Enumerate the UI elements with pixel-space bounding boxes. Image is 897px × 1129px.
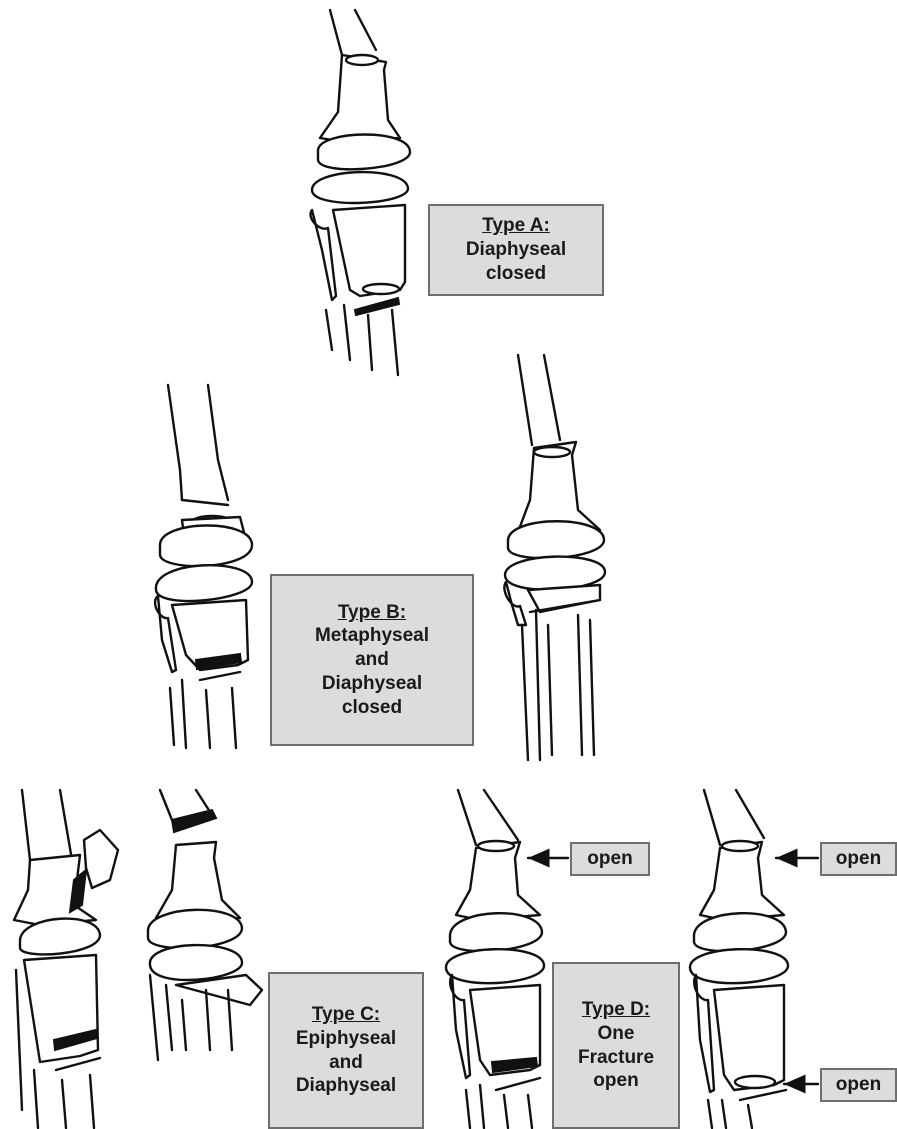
open-tag-2: open: [820, 842, 897, 876]
type-b-line1: Metaphyseal: [315, 624, 429, 648]
type-c-label: Type C: Epiphyseal and Diaphyseal: [268, 972, 424, 1129]
type-c-line3: Diaphyseal: [296, 1074, 396, 1098]
figure-type-a: [311, 10, 410, 375]
type-b-title: Type B:: [338, 601, 406, 625]
open-tag-1: open: [570, 842, 650, 876]
type-b-line3: Diaphyseal: [322, 672, 422, 696]
figure-type-b-left: [155, 385, 252, 748]
type-a-line2: closed: [486, 262, 546, 286]
type-c-line2: and: [329, 1051, 363, 1075]
figure-type-d-right: [690, 790, 788, 1128]
type-b-line4: closed: [342, 696, 402, 720]
type-b-label: Type B: Metaphyseal and Diaphyseal close…: [270, 574, 474, 746]
figure-type-c-right: [148, 790, 262, 1060]
type-c-title: Type C:: [312, 1003, 380, 1027]
figure-type-d-left: [446, 790, 544, 1128]
type-a-line1: Diaphyseal: [466, 238, 566, 262]
type-d-line3: open: [593, 1069, 638, 1093]
type-a-label: Type A: Diaphyseal closed: [428, 204, 604, 296]
type-d-title: Type D:: [582, 998, 650, 1022]
type-d-label: Type D: One Fracture open: [552, 962, 680, 1129]
type-d-line2: Fracture: [578, 1046, 654, 1070]
figure-type-c-left: [14, 790, 118, 1128]
type-c-line1: Epiphyseal: [296, 1027, 396, 1051]
type-d-line1: One: [598, 1022, 635, 1046]
open-tag-3: open: [820, 1068, 897, 1102]
type-a-title: Type A:: [482, 214, 550, 238]
figure-type-b-right: [504, 355, 605, 760]
type-b-line2: and: [355, 648, 389, 672]
